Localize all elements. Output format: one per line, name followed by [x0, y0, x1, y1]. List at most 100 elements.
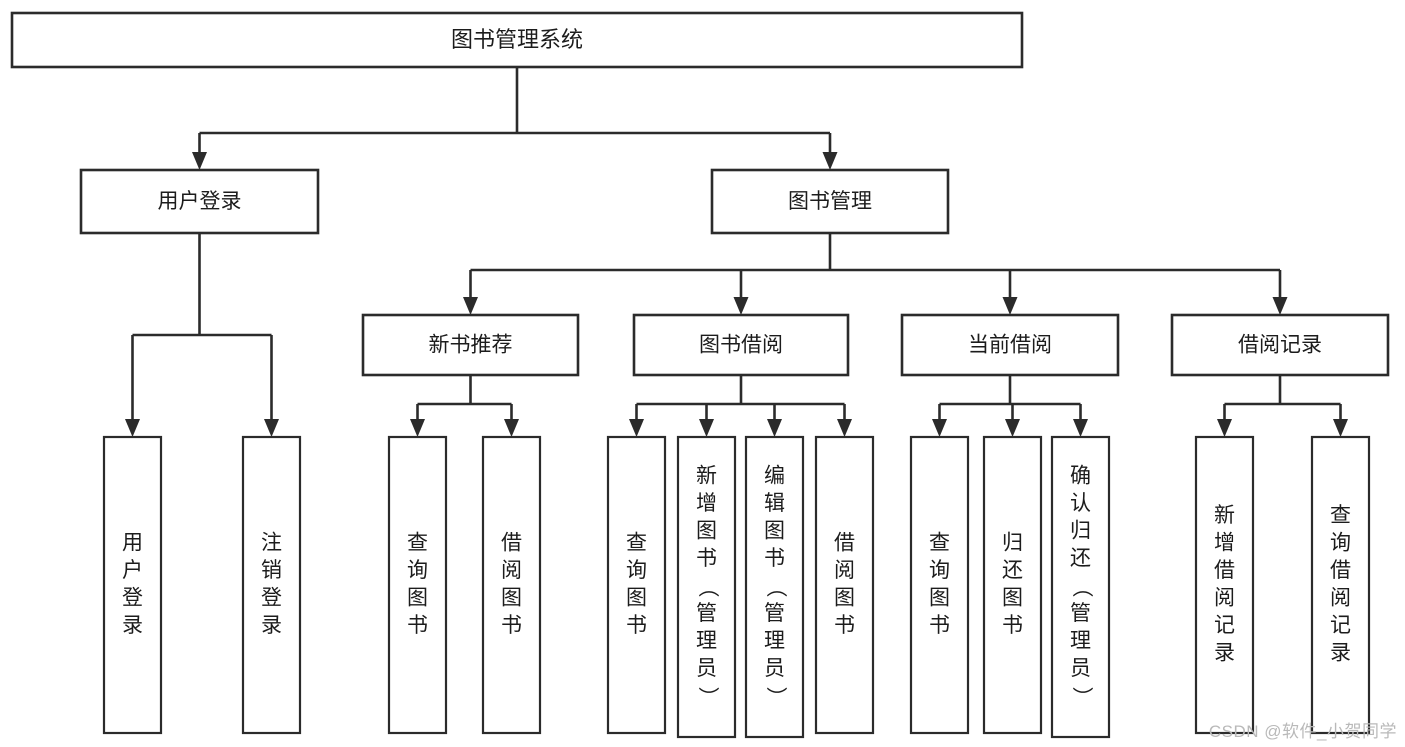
node-label-char: 阅: [1330, 586, 1351, 609]
arrow-head: [1073, 419, 1088, 437]
node-label-char: 书: [501, 614, 522, 637]
node-box: [10, 11, 1024, 69]
node-label-char: 借: [501, 531, 522, 554]
node-box: [481, 435, 542, 735]
node-new-book-recommend[interactable]: 新书推荐: [361, 313, 580, 377]
node-label-char: 理: [764, 630, 785, 653]
node-label-char: 注: [261, 531, 282, 554]
node-label-char: 图: [764, 520, 785, 543]
node-leaf-user-login[interactable]: 用户登录: [102, 435, 163, 735]
node-label-char: 新: [696, 465, 717, 488]
node-label-char: 图: [501, 586, 522, 609]
node-label-char: （: [1070, 577, 1093, 598]
node-label-char: 图: [626, 586, 647, 609]
arrow-head: [822, 152, 838, 170]
node-book-borrow[interactable]: 图书借阅: [632, 313, 850, 377]
node-label-char: 登: [261, 586, 282, 609]
connector-layer: [125, 67, 1348, 437]
node-box: [710, 168, 950, 235]
node-label-char: 借: [1214, 559, 1235, 582]
node-label-char: 录: [122, 614, 143, 637]
node-label-char: 图: [696, 520, 717, 543]
node-label-char: 记: [1214, 614, 1235, 637]
node-label: 用户登录: [158, 190, 242, 213]
node-label-char: 员: [764, 657, 785, 680]
node-label-char: 员: [696, 657, 717, 680]
node-label-char: 归: [1002, 531, 1023, 554]
node-label-char: 理: [696, 630, 717, 653]
arrow-head: [629, 419, 644, 437]
node-label-char: 用: [122, 531, 143, 554]
node-borrow-record[interactable]: 借阅记录: [1170, 313, 1390, 377]
node-label-char: 还: [1002, 559, 1023, 582]
node-label: 图书借阅: [699, 334, 783, 357]
arrow-head: [410, 419, 425, 437]
node-box: [1310, 435, 1371, 735]
node-box: [102, 435, 163, 735]
node-label: 图书管理系统: [451, 27, 583, 52]
node-label-char: 理: [1070, 630, 1091, 653]
node-label-char: 管: [1070, 602, 1091, 625]
node-label-char: 记: [1330, 614, 1351, 637]
arrow-head: [932, 419, 947, 437]
arrow-head: [733, 297, 749, 315]
node-layer: 图书管理系统用户登录图书管理新书推荐图书借阅当前借阅借阅记录用户登录注销登录查询…: [10, 11, 1390, 739]
node-box: [1170, 313, 1390, 377]
node-user-login[interactable]: 用户登录: [79, 168, 320, 235]
node-label-char: 管: [696, 602, 717, 625]
node-label-char: ）: [696, 687, 719, 708]
node-label-char: 户: [122, 559, 143, 582]
node-label-char: 查: [929, 531, 950, 554]
node-box: [744, 435, 805, 739]
node-label-char: 借: [1330, 559, 1351, 582]
node-label-char: 图: [407, 586, 428, 609]
node-box: [909, 435, 970, 735]
node-label-char: 录: [261, 614, 282, 637]
node-label-char: 图: [1002, 586, 1023, 609]
node-label-char: 增: [696, 492, 717, 515]
node-root[interactable]: 图书管理系统: [10, 11, 1024, 69]
node-label-char: 书: [696, 547, 717, 570]
node-label-char: 书: [834, 614, 855, 637]
node-label-char: 书: [407, 614, 428, 637]
node-label: 当前借阅: [968, 334, 1052, 357]
node-box: [1194, 435, 1255, 735]
node-label-char: 认: [1070, 492, 1091, 515]
node-label-char: 阅: [834, 559, 855, 582]
node-book-management[interactable]: 图书管理: [710, 168, 950, 235]
node-label-char: 确: [1070, 465, 1091, 488]
node-label-char: 询: [929, 559, 950, 582]
node-box: [1050, 435, 1111, 739]
node-label-char: 查: [626, 531, 647, 554]
node-box: [361, 313, 580, 377]
node-box: [676, 435, 737, 739]
node-label-char: 增: [1214, 531, 1235, 554]
node-current-borrow[interactable]: 当前借阅: [900, 313, 1120, 377]
node-label-char: 新: [1214, 504, 1235, 527]
node-label-char: 归: [1070, 520, 1091, 543]
node-label-char: ）: [1070, 687, 1093, 708]
node-label-char: 辑: [764, 492, 785, 515]
arrow-head: [463, 297, 478, 315]
node-label-char: 询: [626, 559, 647, 582]
node-box: [241, 435, 302, 735]
arrow-head: [767, 419, 782, 437]
node-box: [982, 435, 1043, 735]
node-label-char: 录: [1214, 641, 1235, 664]
node-box: [632, 313, 850, 377]
node-label-char: ）: [764, 687, 787, 708]
